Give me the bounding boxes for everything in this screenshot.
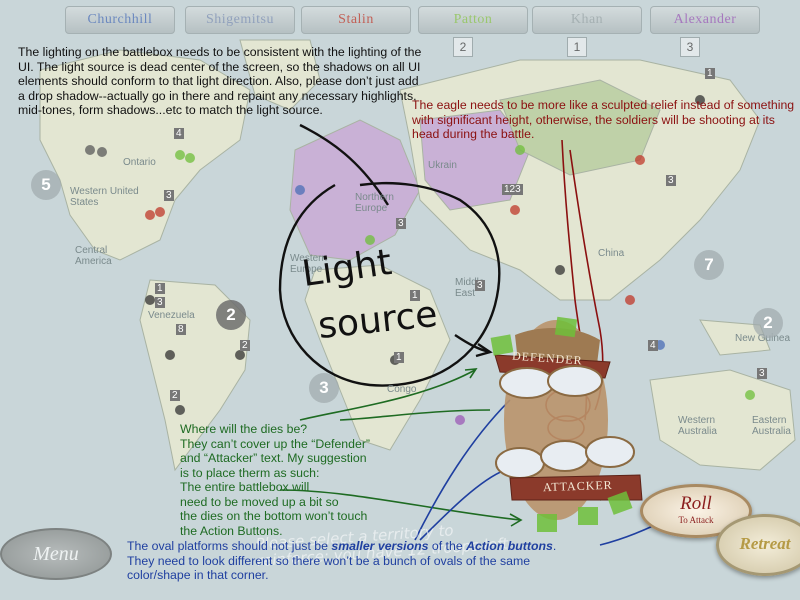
army-count: 3 (475, 280, 485, 291)
dice-note-line: the Action Buttons. (180, 523, 283, 538)
army-count: 2 (170, 390, 180, 401)
oval-note-text: . (552, 539, 557, 553)
dice-note-line: need to be moved up a bit so (180, 494, 339, 509)
player-tab-khan[interactable]: Khan (532, 6, 642, 34)
oval-note-text: of the (428, 539, 467, 553)
player-tab-shigemitsu[interactable]: Shigemitsu (185, 6, 295, 34)
army-count: 2 (240, 340, 250, 351)
territory-label[interactable]: New Guinea (735, 333, 791, 344)
army-count: 1 (155, 283, 165, 294)
army-count: 3 (164, 190, 174, 201)
region-bonus-badge: 2 (216, 300, 246, 330)
africa (304, 264, 451, 451)
player-tab-churchhill[interactable]: Churchhill (65, 6, 175, 34)
player-tab-label: Churchhill (87, 12, 153, 27)
region-bonus-badge: 5 (31, 170, 61, 200)
player-tab-label: Stalin (338, 12, 374, 27)
dice-note-line: and “Attacker” text. My suggestion (180, 451, 367, 465)
territory-label[interactable]: Venezuela (148, 310, 195, 321)
oval-note-text: The oval platforms should not just be (127, 539, 332, 553)
territory-label[interactable]: Eastern Australia (752, 415, 791, 437)
battlebox-graphic (490, 316, 643, 532)
new-guinea (699, 319, 771, 356)
player-tab-patton[interactable]: Patton (418, 6, 528, 34)
army-count: 3 (396, 218, 406, 229)
territory-label[interactable]: Ontario (123, 157, 156, 168)
australia (649, 369, 796, 471)
army-count: 1 (394, 352, 404, 363)
army-count: 3 (666, 175, 676, 186)
territory-label[interactable]: Northern Europe (355, 192, 394, 214)
region-bonus-badge: 7 (694, 250, 724, 280)
territory-label[interactable]: China (598, 248, 625, 259)
dice-note: Where will the dies be? They can’t cover… (180, 422, 410, 538)
player-tab-label: Alexander (673, 12, 737, 27)
player-tab-alexander[interactable]: Alexander (650, 6, 760, 34)
territory-label[interactable]: Western Australia (678, 415, 717, 437)
player-tab-stalin[interactable]: Stalin (301, 6, 411, 34)
oval-note-line-1: The oval platforms should not just be sm… (127, 539, 647, 554)
region-bonus-badge: 2 (753, 308, 783, 338)
army-count: 4 (174, 128, 184, 139)
territory-label[interactable]: Middle East (455, 277, 485, 299)
army-count: 3 (155, 297, 165, 308)
dice-note-line: the dies on the bottom won’t touch (180, 509, 368, 523)
eagle-note: The eagle needs to be more like a sculpt… (412, 98, 795, 141)
player-tab-label: Shigemitsu (205, 12, 274, 27)
army-count: 8 (176, 324, 186, 335)
menu-label: Menu (33, 543, 79, 565)
roll-sub-label: To Attack (678, 515, 714, 525)
retreat-button[interactable]: Retreat (716, 514, 800, 576)
oval-note-line-2: They need to look different so there won… (127, 553, 531, 568)
greenland (239, 39, 321, 111)
dice-arrows (279, 368, 616, 527)
region-bonus-badge: 3 (309, 373, 339, 403)
europe (289, 119, 421, 261)
army-count: 1 (410, 290, 420, 301)
card-count-badge: 1 (567, 37, 587, 57)
territory-label[interactable]: Congo (387, 384, 417, 395)
dice-note-line: They can’t cover up the “Defender” (180, 436, 371, 451)
army-tokens (85, 95, 755, 425)
player-tab-label: Khan (570, 12, 604, 27)
oval-note-emphasis: smaller versions (331, 539, 429, 553)
dice-note-line: is to place therm as such: (180, 465, 320, 480)
army-count: 1 (705, 68, 715, 79)
lighting-note: The lighting on the battlebox needs to b… (18, 45, 422, 117)
card-count-badge: 2 (453, 37, 473, 57)
territory-label[interactable]: Western United States (70, 186, 139, 208)
oval-note: The oval platforms should not just be sm… (127, 539, 647, 583)
dice-note-line: The entire battlebox will (180, 480, 310, 494)
territory-label[interactable]: Central America (75, 245, 112, 267)
roll-label: Roll (680, 493, 712, 514)
card-count-badge: 3 (680, 37, 700, 57)
army-count: 4 (648, 340, 658, 351)
attacker-label: ATTACKER (542, 477, 613, 495)
north-america (39, 49, 251, 261)
dice-note-line: Where will the dies be? (180, 422, 308, 436)
oval-note-line-3: color/shape in that corner. (127, 568, 269, 582)
player-tab-label: Patton (453, 12, 493, 27)
army-count: 3 (757, 368, 767, 379)
menu-button[interactable]: Menu (0, 528, 112, 580)
army-count: 123 (502, 184, 523, 195)
retreat-label: Retreat (739, 534, 791, 553)
territory-label[interactable]: Western Europe (290, 253, 328, 275)
oval-note-emphasis: Action buttons (466, 539, 553, 553)
light-source-scribble (278, 123, 501, 387)
territory-label[interactable]: Ukrain (428, 160, 457, 171)
